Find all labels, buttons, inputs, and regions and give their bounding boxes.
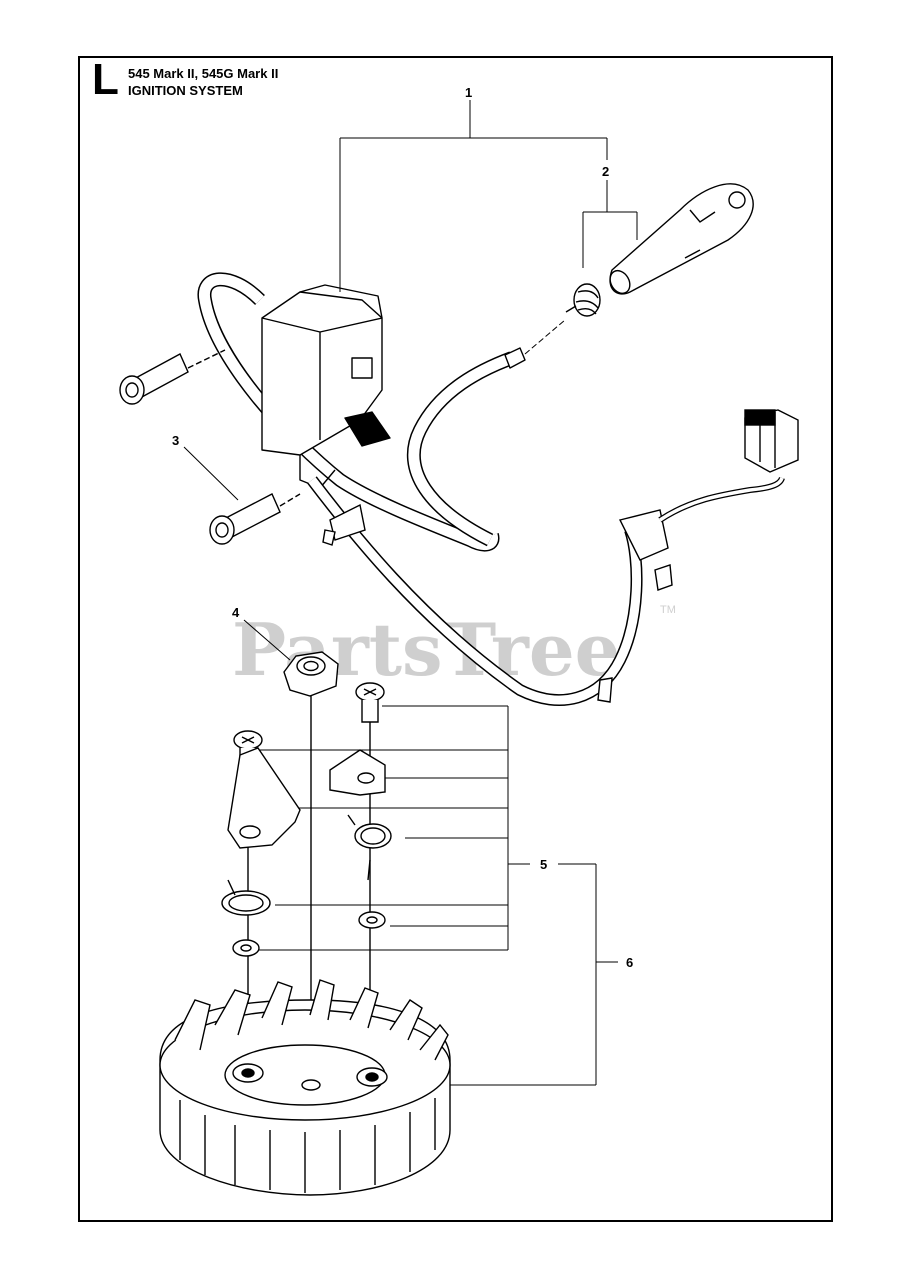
system-title: IGNITION SYSTEM	[128, 83, 243, 98]
diagram-frame	[78, 56, 833, 1222]
flywheel-nut	[283, 651, 339, 1085]
model-title: 545 Mark II, 545G Mark II	[128, 66, 279, 81]
callout-2: 2	[602, 164, 609, 179]
section-letter: L	[92, 55, 119, 104]
flywheel	[159, 979, 451, 1196]
ignition-harness	[307, 409, 799, 706]
pawl-kit	[221, 682, 392, 1075]
ignition-screws	[119, 349, 301, 545]
spark-plug-cap	[609, 183, 754, 295]
watermark-trademark: TM	[660, 604, 676, 616]
spark-plug-spring	[565, 283, 601, 317]
ignition-module	[197, 272, 566, 552]
callout-leaders	[183, 100, 638, 1086]
callout-5: 5	[540, 857, 547, 872]
callout-6: 6	[626, 955, 633, 970]
callout-4: 4	[232, 605, 240, 620]
callout-1: 1	[465, 85, 472, 100]
callout-3: 3	[172, 433, 179, 448]
